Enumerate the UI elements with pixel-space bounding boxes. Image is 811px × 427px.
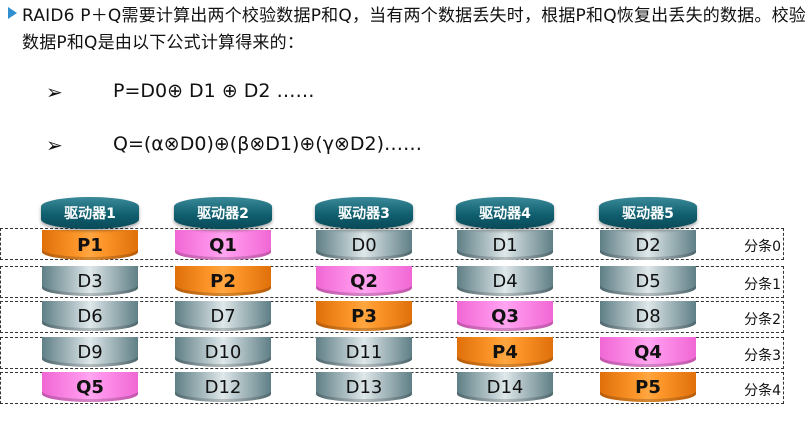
- block-d0: D0: [316, 230, 412, 260]
- block-d2: D2: [600, 230, 696, 260]
- block-p4: P4: [457, 337, 553, 367]
- block-d9: D9: [42, 337, 138, 367]
- block-d4: D4: [457, 266, 553, 296]
- formula-p-text: P=D0⊕ D1 ⊕ D2 ……: [113, 80, 315, 102]
- block-d11: D11: [316, 337, 412, 367]
- drive-label-2: 驱动器2: [174, 197, 272, 229]
- block-q1: Q1: [175, 230, 271, 260]
- stripe-label-3: 分条3: [744, 348, 781, 364]
- block-d5: D5: [600, 266, 696, 296]
- stripe-label-2: 分条2: [744, 312, 781, 328]
- block-d8: D8: [600, 301, 696, 331]
- block-q3: Q3: [457, 301, 553, 331]
- block-p2: P2: [175, 266, 271, 296]
- stripe-label-4: 分条4: [744, 383, 781, 399]
- block-p3: P3: [316, 301, 412, 331]
- block-d6: D6: [42, 301, 138, 331]
- drive-label-1: 驱动器1: [41, 197, 139, 229]
- formula-q-text: Q=(α⊗D0)⊕(β⊗D1)⊕(γ⊗D2)……: [113, 133, 423, 155]
- arrow-bullet-icon: ➢: [46, 80, 63, 104]
- intro-text: RAID6 P＋Q需要计算出两个校验数据P和Q，当有两个数据丢失时，根据P和Q恢…: [22, 6, 806, 53]
- drive-label-3: 驱动器3: [315, 197, 413, 229]
- stripe-band-0: 分条0: [0, 228, 784, 260]
- arrow-bullet-icon: ➢: [46, 133, 63, 157]
- block-d7: D7: [175, 301, 271, 331]
- block-d12: D12: [175, 372, 271, 402]
- block-d13: D13: [316, 372, 412, 402]
- block-d3: D3: [42, 266, 138, 296]
- stripe-label-0: 分条0: [744, 239, 781, 255]
- block-d14: D14: [457, 372, 553, 402]
- block-q4: Q4: [600, 337, 696, 367]
- block-d10: D10: [175, 337, 271, 367]
- drive-label-5: 驱动器5: [599, 197, 697, 229]
- block-p1: P1: [42, 230, 138, 260]
- block-q2: Q2: [316, 266, 412, 296]
- bullet-triangle-icon: [8, 7, 17, 19]
- block-p5: P5: [600, 372, 696, 402]
- stripe-label-1: 分条1: [744, 277, 781, 293]
- drive-label-4: 驱动器4: [456, 197, 554, 229]
- block-d1: D1: [457, 230, 553, 260]
- block-q5: Q5: [42, 372, 138, 402]
